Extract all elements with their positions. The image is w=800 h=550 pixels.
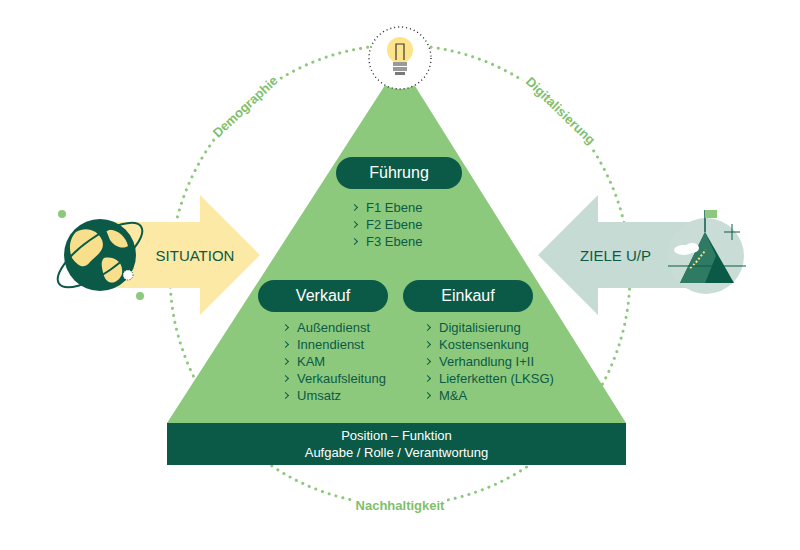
ring-label: Nachhaltigkeit — [353, 498, 448, 514]
arrow-text: ZIELE U/P — [580, 246, 651, 265]
goals-arrow: ZIELE U/P — [538, 195, 700, 315]
list-item: Kostensenkung — [425, 337, 529, 353]
bullet-chevron — [424, 375, 431, 382]
list-item: Innendienst — [283, 337, 364, 353]
list-item: F1 Ebene — [352, 200, 422, 216]
bar-text: Aufgabe / Rolle / Verantwortung — [305, 444, 489, 461]
list-item: KAM — [283, 354, 325, 370]
bullet-chevron — [282, 392, 289, 399]
bullet-chevron — [351, 221, 358, 228]
pill-text: Führung — [369, 163, 429, 183]
bullet-chevron — [424, 324, 431, 331]
base-bar: Position – FunktionAufgabe / Rolle / Ver… — [167, 423, 626, 465]
category-pill: Verkauf — [258, 280, 388, 312]
list-item: Außendienst — [283, 320, 370, 336]
list-item: Umsatz — [283, 388, 341, 404]
bullet-chevron — [282, 358, 289, 365]
list-item: Digitalisierung — [425, 320, 521, 336]
situation-arrow: SITUATION — [100, 195, 260, 315]
bar-text: Position – Funktion — [341, 427, 452, 444]
list-item: F3 Ebene — [352, 234, 422, 250]
category-pill: Führung — [336, 157, 462, 189]
ring-label: Demographie — [208, 71, 284, 143]
bullet-chevron — [282, 375, 289, 382]
list-item: F2 Ebene — [352, 217, 422, 233]
arrow-text: SITUATION — [156, 246, 235, 265]
globe-icon — [49, 210, 152, 300]
bullet-chevron — [351, 238, 358, 245]
pill-text: Verkauf — [296, 286, 350, 306]
category-pill: Einkauf — [403, 280, 533, 312]
list-item: Verhandlung I+II — [425, 354, 534, 370]
bullet-chevron — [351, 204, 358, 211]
goal-icon — [668, 210, 746, 294]
bullet-chevron — [282, 341, 289, 348]
list-item: Lieferketten (LKSG) — [425, 371, 554, 387]
list-item: Verkaufsleitung — [283, 371, 386, 387]
bullet-chevron — [424, 341, 431, 348]
list-item: M&A — [425, 388, 467, 404]
bullet-chevron — [424, 392, 431, 399]
bullet-chevron — [424, 358, 431, 365]
pill-text: Einkauf — [441, 286, 494, 306]
bulb-icon — [369, 27, 431, 89]
ring-label: Digitalisierung — [520, 72, 600, 150]
bullet-chevron — [282, 324, 289, 331]
